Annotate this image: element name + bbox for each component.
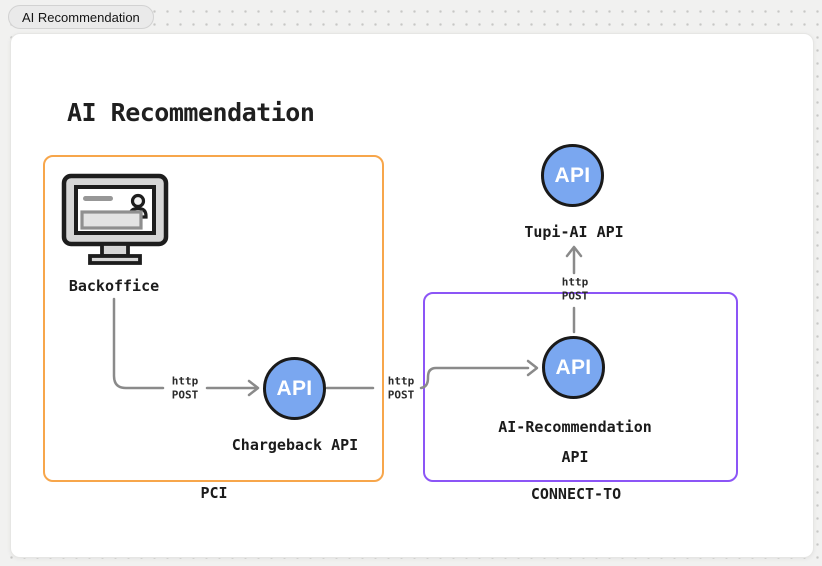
group-label-connect-to: CONNECT-TO [530, 485, 622, 503]
edge-label-http: http [561, 275, 589, 289]
edge-label-http: http [387, 374, 415, 388]
group-label-pci: PCI [200, 484, 228, 502]
edge-label-http: http [171, 374, 199, 388]
node-ai-recommendation-api[interactable]: API [542, 336, 605, 399]
api-badge: API [555, 355, 592, 379]
node-chargeback-api[interactable]: API [263, 357, 326, 420]
node-label-line2: API [561, 448, 589, 466]
edge-label-post: POST [387, 388, 415, 402]
node-label-chargeback-api: Chargeback API [231, 436, 359, 454]
backoffice-monitor-icon[interactable] [61, 173, 169, 267]
api-badge: API [554, 163, 591, 187]
diagram-tab-label: AI Recommendation [22, 9, 140, 25]
api-badge: API [276, 376, 313, 400]
group-box-pci[interactable] [43, 155, 384, 482]
edge-label-post: POST [171, 388, 199, 402]
edge-label-http-post-2: http POST [388, 376, 415, 401]
node-label-tupi-ai-api: Tupi-AI API [524, 223, 624, 241]
arrowhead-up-icon [565, 245, 583, 258]
node-label-ai-recommendation-api: AI-Recommendation API [498, 412, 652, 472]
diagram-title: AI Recommendation [67, 98, 315, 127]
edge-label-http-post-3: http POST [562, 277, 589, 302]
edge-label-post: POST [561, 289, 589, 303]
screen-text-line [83, 196, 113, 201]
diagram-tab[interactable]: AI Recommendation [8, 5, 154, 29]
screen-form-field [80, 210, 143, 230]
diagram-canvas[interactable]: AI Recommendation PCI CONNECT-TO Backoff… [10, 33, 814, 558]
edge-label-http-post-1: http POST [172, 376, 199, 401]
node-label-backoffice: Backoffice [68, 277, 160, 295]
node-tupi-ai-api[interactable]: API [541, 144, 604, 207]
node-label-line1: AI-Recommendation [498, 418, 652, 436]
